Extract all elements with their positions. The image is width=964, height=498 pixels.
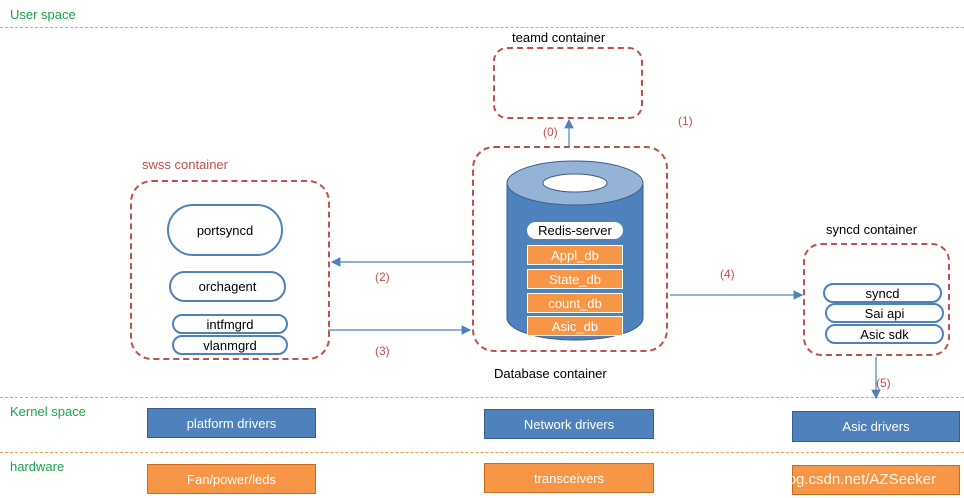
zone-label-hardware: hardware bbox=[10, 459, 65, 474]
syncd-container-title: syncd container bbox=[826, 222, 918, 237]
redis-server-text: Redis-server bbox=[538, 223, 612, 238]
swss-item-orchagent: orchagent bbox=[169, 271, 286, 302]
database-container-title: Database container bbox=[494, 366, 607, 381]
zone-separator-user bbox=[0, 27, 964, 28]
syncd-container bbox=[803, 243, 950, 356]
hardware-asic bbox=[792, 465, 960, 495]
driver-platform: platform drivers bbox=[147, 408, 316, 438]
swss-item-portsyncd: portsyncd bbox=[167, 204, 283, 256]
swss-item-vlanmgrd: vlanmgrd bbox=[172, 335, 288, 355]
driver-network: Network drivers bbox=[484, 409, 654, 439]
step-label-3: (3) bbox=[375, 344, 390, 358]
swss-container-title: swss container bbox=[142, 157, 228, 172]
database-container bbox=[472, 146, 668, 352]
step-label-1: (1) bbox=[678, 114, 693, 128]
swss-item-intfmgrd: intfmgrd bbox=[172, 314, 288, 334]
zone-label-kernel-space: Kernel space bbox=[10, 404, 86, 419]
db-count: count_db bbox=[527, 293, 623, 313]
step-label-0: (0) bbox=[543, 125, 558, 139]
teamd-container-title: teamd container bbox=[512, 30, 606, 45]
driver-asic: Asic drivers bbox=[792, 411, 960, 442]
step-label-4: (4) bbox=[720, 267, 735, 281]
step-label-2: (2) bbox=[375, 270, 390, 284]
hardware-transceivers: transceivers bbox=[484, 463, 654, 493]
syncd-item-syncd: syncd bbox=[823, 283, 942, 303]
db-appl: Appl_db bbox=[527, 245, 623, 265]
watermark-text: https://blog.csdn.net/AZSeeker bbox=[731, 471, 937, 488]
teamd-container bbox=[493, 47, 643, 119]
swss-container bbox=[130, 180, 330, 360]
syncd-item-asic-sdk: Asic sdk bbox=[825, 324, 944, 344]
redis-server-label: Redis-server bbox=[527, 222, 623, 239]
step-label-5: (5) bbox=[876, 376, 891, 390]
hardware-fan-power-leds: Fan/power/leds bbox=[147, 464, 316, 494]
zone-label-user-space: User space bbox=[10, 7, 76, 22]
db-asic: Asic_db bbox=[527, 316, 623, 336]
db-state: State_db bbox=[527, 269, 623, 289]
syncd-item-sai-api: Sai api bbox=[825, 303, 944, 323]
zone-separator-hardware bbox=[0, 452, 964, 453]
zone-separator-kernel bbox=[0, 397, 964, 398]
